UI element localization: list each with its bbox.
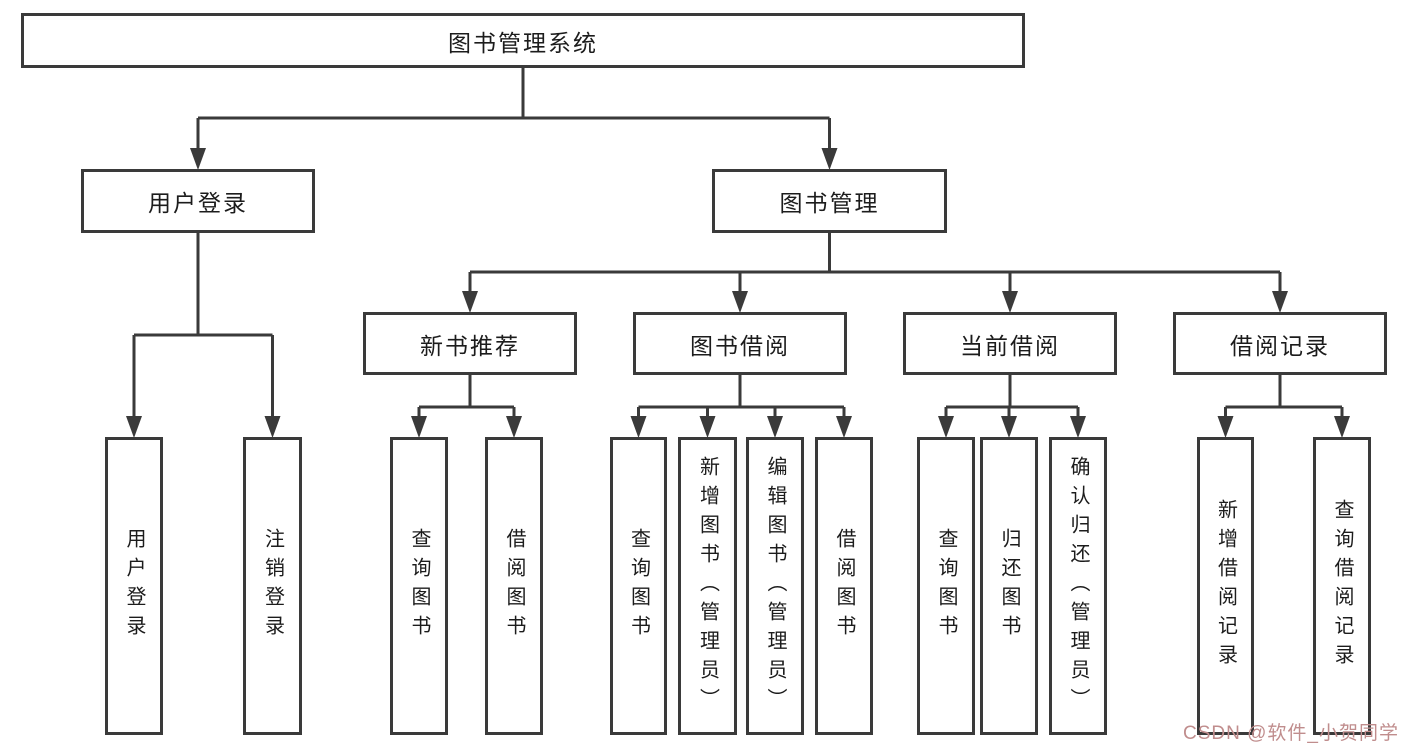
node-label-borrow-record: 借阅记录 (1230, 332, 1330, 359)
node-label-leaf-bb-edit-book: 编辑图书（管理员） (764, 455, 786, 717)
node-label-book-borrow: 图书借阅 (690, 332, 790, 359)
node-user-login: 用户登录 (81, 169, 315, 233)
node-label-leaf-bb-add-book: 新增图书（管理员） (696, 455, 719, 717)
node-leaf-br-query-record: 查询借阅记录 (1313, 437, 1371, 735)
node-label-current-borrow: 当前借阅 (960, 332, 1060, 359)
node-label-root: 图书管理系统 (448, 29, 598, 56)
node-label-leaf-bb-query-book: 查询图书 (627, 528, 650, 644)
node-book-borrow: 图书借阅 (633, 312, 847, 375)
node-borrow-record: 借阅记录 (1173, 312, 1387, 375)
node-label-user-login: 用户登录 (148, 190, 248, 216)
node-leaf-nbr-query-book: 查询图书 (390, 437, 448, 735)
node-leaf-nbr-borrow-book: 借阅图书 (485, 437, 543, 735)
node-leaf-bb-query-book: 查询图书 (610, 437, 667, 735)
node-leaf-cb-confirm-return: 确认归还（管理员） (1049, 437, 1107, 735)
node-label-leaf-cb-query-book: 查询图书 (935, 528, 957, 644)
node-leaf-br-add-record: 新增借阅记录 (1197, 437, 1254, 735)
node-book-mgmt: 图书管理 (712, 169, 947, 233)
node-leaf-bb-borrow-book: 借阅图书 (815, 437, 873, 735)
node-leaf-cb-query-book: 查询图书 (917, 437, 975, 735)
node-label-new-book-rec: 新书推荐 (420, 332, 520, 359)
node-label-leaf-br-query-record: 查询借阅记录 (1331, 499, 1353, 673)
node-label-leaf-nbr-query-book: 查询图书 (408, 528, 430, 644)
node-label-leaf-nbr-borrow-book: 借阅图书 (503, 528, 525, 644)
node-new-book-rec: 新书推荐 (363, 312, 577, 375)
node-leaf-logout: 注销登录 (243, 437, 302, 735)
node-label-leaf-cb-return-book: 归还图书 (998, 528, 1020, 644)
node-leaf-bb-edit-book: 编辑图书（管理员） (746, 437, 804, 735)
node-label-leaf-br-add-record: 新增借阅记录 (1214, 499, 1237, 673)
node-root: 图书管理系统 (21, 13, 1025, 68)
node-leaf-user-login: 用户登录 (105, 437, 163, 735)
node-label-leaf-bb-borrow-book: 借阅图书 (833, 528, 855, 644)
node-leaf-bb-add-book: 新增图书（管理员） (678, 437, 737, 735)
node-label-leaf-logout: 注销登录 (261, 528, 284, 644)
node-current-borrow: 当前借阅 (903, 312, 1117, 375)
node-label-book-mgmt: 图书管理 (779, 190, 880, 216)
node-leaf-cb-return-book: 归还图书 (980, 437, 1038, 735)
node-label-leaf-user-login: 用户登录 (123, 528, 145, 644)
node-label-leaf-cb-confirm-return: 确认归还（管理员） (1067, 455, 1089, 717)
